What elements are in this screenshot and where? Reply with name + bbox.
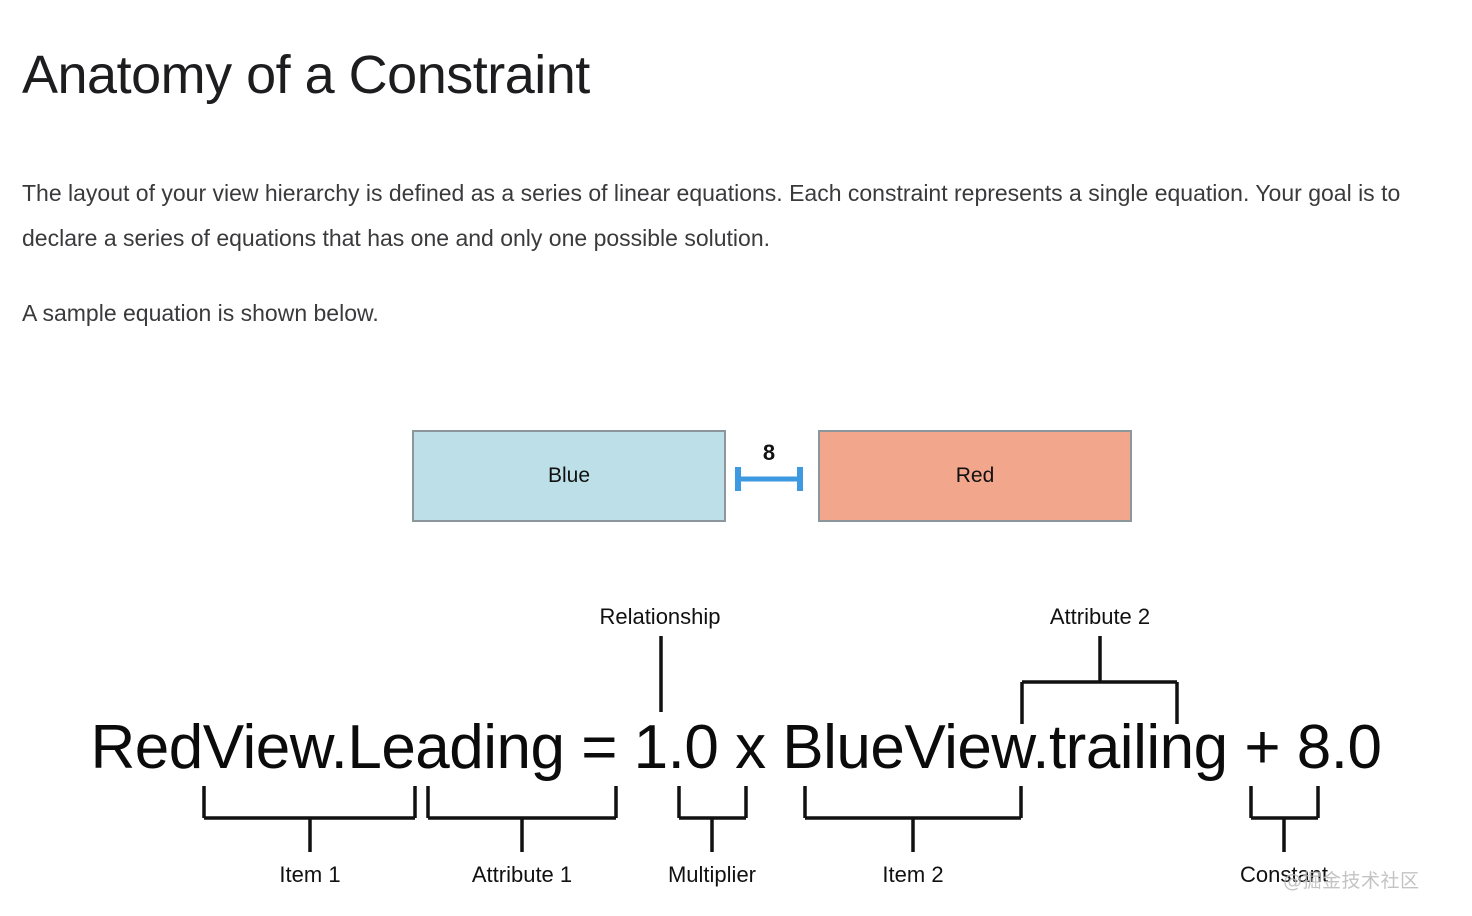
- callout-label-relationship: Relationship: [599, 604, 721, 629]
- site-watermark: @掘金技术社区: [1283, 870, 1420, 892]
- intro-paragraph: The layout of your view hierarchy is def…: [22, 180, 1401, 251]
- callout-label-attribute-1: Attribute 1: [471, 862, 573, 887]
- callout-label-item-2: Item 2: [882, 862, 944, 887]
- red-view-box: Red: [818, 430, 1132, 522]
- page-title: Anatomy of a Constraint: [22, 45, 590, 106]
- red-view-label: Red: [955, 464, 995, 487]
- constraint-equation: RedView.Leading = 1.0 x BlueView.trailin…: [90, 713, 1382, 782]
- spacing-value-label: 8: [762, 440, 776, 465]
- callout-label-constant: Constant: [1239, 862, 1329, 887]
- blue-view-box: Blue: [412, 430, 726, 522]
- callout-label-item-1: Item 1: [279, 862, 341, 887]
- spacing-indicator-icon: [735, 467, 803, 491]
- callout-label-attribute-2: Attribute 2: [1049, 604, 1151, 629]
- sample-equation-paragraph: A sample equation is shown below.: [22, 300, 379, 326]
- blue-view-label: Blue: [547, 464, 591, 487]
- callout-label-multiplier: Multiplier: [667, 862, 757, 887]
